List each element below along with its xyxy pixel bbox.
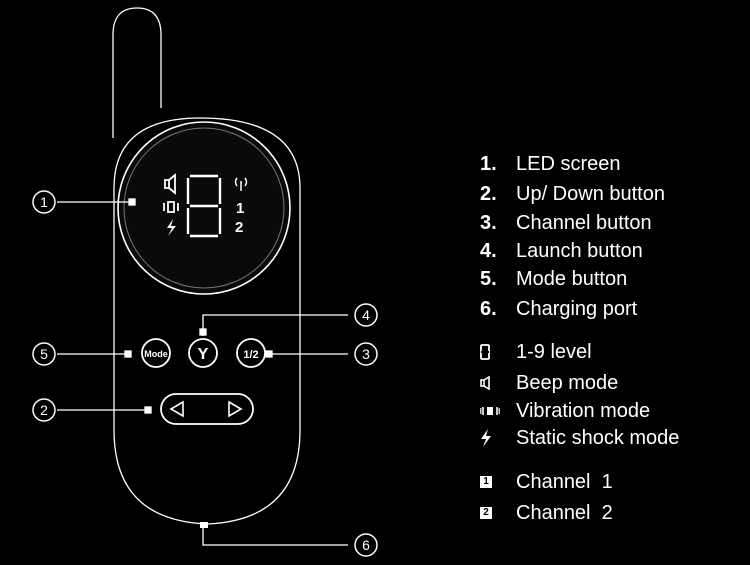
legend-item-static-shock-mode: Static shock mode: [480, 425, 679, 451]
channel-1-badge-icon: 1: [480, 476, 516, 488]
right-arrow-icon: [228, 400, 243, 418]
legend-number: 2.: [480, 182, 497, 205]
legend-item-led-screen: 1. LED screen: [480, 151, 621, 177]
legend-label: Up/ Down button: [516, 182, 665, 205]
screen-speaker-icon: [164, 173, 176, 195]
legend-label: LED screen: [516, 152, 621, 175]
screen-vibration-icon: [163, 201, 179, 213]
legend-label: Channel button: [516, 211, 652, 234]
screen-channel-2: 2: [235, 219, 243, 236]
legend-item-charging-port: 6. Charging port: [480, 296, 637, 322]
digit-segment-icon: [480, 344, 516, 360]
launch-button-label: Y: [198, 346, 209, 363]
legend-label: Charging port: [516, 297, 638, 320]
legend-item-vibration-mode: Vibration mode: [480, 398, 650, 424]
callout-lines: [57, 198, 348, 546]
callout-6: 6: [354, 533, 378, 557]
legend-label: Vibration mode: [516, 399, 651, 422]
screen-channel-1: 1: [236, 200, 244, 217]
legend-label: Static shock mode: [516, 426, 680, 449]
legend-label: 1-9 level: [516, 340, 592, 363]
charging-port: [200, 522, 208, 528]
svg-text:2: 2: [40, 402, 48, 418]
screen-antenna-icon: [234, 177, 248, 191]
callout-2: 2: [32, 398, 56, 422]
legend-label: Beep mode: [516, 371, 619, 394]
legend-item-level: 1-9 level: [480, 339, 592, 365]
legend-label: Channel 1: [516, 470, 613, 493]
antenna: [112, 7, 162, 138]
led-screen-ring: [117, 121, 291, 295]
legend-label: Launch button: [516, 239, 643, 262]
callout-4: 4: [354, 303, 378, 327]
legend-label: Mode button: [516, 267, 628, 290]
launch-button[interactable]: Y: [188, 338, 218, 368]
legend-number: 4.: [480, 239, 497, 262]
channel-button[interactable]: 1/2: [236, 338, 266, 368]
legend-number: 1.: [480, 152, 497, 175]
legend-label: Channel 2: [516, 501, 613, 524]
up-down-button[interactable]: [160, 393, 254, 425]
vibration-icon: [480, 405, 516, 417]
svg-text:5: 5: [40, 346, 48, 362]
channel-2-badge-icon: 2: [480, 507, 516, 519]
legend-item-channel-button: 3. Channel button: [480, 210, 652, 236]
led-screen: [123, 127, 285, 289]
legend-item-channel-1: 1 Channel 1: [480, 469, 613, 495]
speaker-icon: [480, 376, 516, 390]
legend-item-channel-2: 2 Channel 2: [480, 500, 613, 526]
callout-5: 5: [32, 342, 56, 366]
callout-3: 3: [354, 342, 378, 366]
legend-item-mode-button: 5. Mode button: [480, 266, 627, 292]
svg-text:3: 3: [362, 346, 370, 362]
legend-item-launch-button: 4. Launch button: [480, 238, 643, 264]
legend-number: 3.: [480, 211, 497, 234]
svg-text:4: 4: [362, 307, 370, 323]
mode-button[interactable]: Mode: [141, 338, 171, 368]
seven-segment-digit: [186, 174, 222, 238]
mode-button-label: Mode: [144, 349, 168, 359]
callout-1: 1: [32, 190, 56, 214]
svg-text:6: 6: [362, 537, 370, 553]
legend-item-up-down-button: 2. Up/ Down button: [480, 181, 665, 207]
legend-number: 5.: [480, 267, 497, 290]
svg-text:1: 1: [40, 194, 48, 210]
left-arrow-icon: [169, 400, 184, 418]
screen-lightning-icon: [167, 219, 176, 236]
channel-button-label: 1/2: [243, 349, 258, 361]
lightning-icon: [480, 429, 516, 447]
legend-number: 6.: [480, 297, 497, 320]
legend-item-beep-mode: Beep mode: [480, 370, 618, 396]
